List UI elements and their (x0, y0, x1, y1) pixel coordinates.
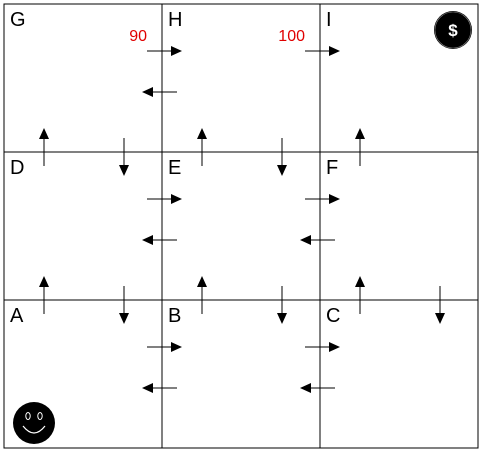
reward-label-H-I: 100 (278, 28, 305, 45)
arrow-E-to-D (142, 235, 177, 245)
arrow-F-to-I (355, 128, 365, 166)
smiley-face-icon (13, 402, 55, 444)
arrow-B-to-A (142, 383, 177, 393)
arrow-F-to-E (300, 235, 335, 245)
cell-label-G: G (10, 9, 26, 31)
arrow-A-to-D (39, 276, 49, 314)
goal-symbol: $ (448, 21, 458, 40)
arrow-B-to-E (197, 276, 207, 314)
arrow-C-to-B (300, 383, 335, 393)
reward-label-G-H: 90 (129, 28, 147, 45)
arrow-B-to-C (305, 342, 340, 352)
cell-label-E: E (168, 157, 181, 179)
cell-label-D: D (10, 157, 24, 179)
cell-label-F: F (326, 157, 338, 179)
grid-lines (3, 3, 479, 449)
arrow-D-to-E (147, 194, 182, 204)
cell-label-C: C (326, 305, 340, 327)
arrow-A-to-B (147, 342, 182, 352)
grid-border (3, 3, 479, 449)
arrow-D-to-G (39, 128, 49, 166)
reward-labels: 90 100 (129, 28, 305, 45)
arrow-C-to-F (355, 276, 365, 314)
arrow-H-to-I (305, 46, 340, 56)
transition-arrows (39, 46, 445, 393)
arrow-H-to-E (277, 138, 287, 176)
arrow-F-to-C (435, 286, 445, 324)
arrow-H-to-G (142, 87, 177, 97)
cell-label-B: B (168, 305, 181, 327)
arrow-G-to-D (119, 138, 129, 176)
cell-label-I: I (326, 9, 332, 31)
arrow-E-to-H (197, 128, 207, 166)
arrow-D-to-A (119, 286, 129, 324)
cell-labels: G H I D E F A B C (10, 9, 340, 327)
cell-label-A: A (10, 305, 24, 327)
dollar-coin-icon: $ (434, 11, 472, 49)
arrow-E-to-B (277, 286, 287, 324)
cell-label-H: H (168, 9, 182, 31)
arrow-E-to-F (305, 194, 340, 204)
arrow-G-to-H (147, 46, 182, 56)
